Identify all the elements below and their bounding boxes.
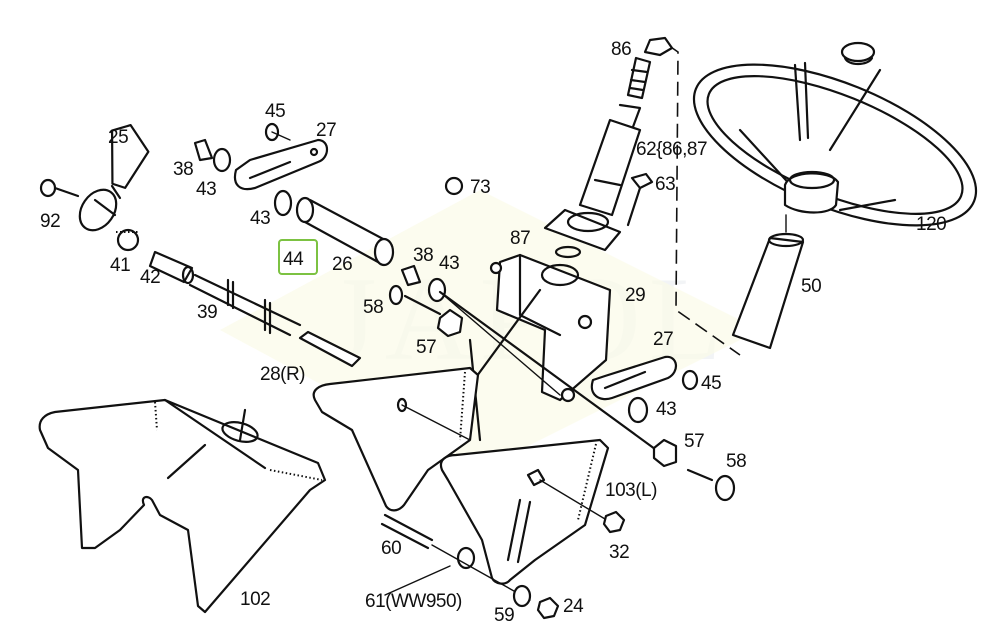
highlight-box-part-44[interactable] bbox=[278, 239, 318, 275]
label-part-43-mid[interactable]: 43 bbox=[250, 208, 271, 229]
bracket-102 bbox=[38, 398, 327, 614]
label-part-57-lower[interactable]: 57 bbox=[684, 431, 705, 452]
bottom-fasteners bbox=[380, 513, 560, 620]
label-part-43-left[interactable]: 43 bbox=[196, 179, 217, 200]
label-part-73[interactable]: 73 bbox=[470, 177, 491, 198]
label-part-62[interactable]: 62{86,87 bbox=[636, 139, 708, 160]
label-part-25[interactable]: 25 bbox=[108, 127, 129, 148]
label-part-45-top[interactable]: 45 bbox=[265, 101, 286, 122]
label-part-38-left[interactable]: 38 bbox=[173, 159, 194, 180]
watermark-shape bbox=[220, 190, 760, 470]
label-part-86[interactable]: 86 bbox=[611, 39, 632, 60]
steering-column bbox=[543, 36, 674, 259]
label-part-120[interactable]: 120 bbox=[916, 214, 947, 235]
label-part-27-right[interactable]: 27 bbox=[653, 329, 674, 350]
right-link bbox=[438, 290, 736, 502]
label-part-28-right[interactable]: 28(R) bbox=[260, 364, 306, 385]
label-part-26[interactable]: 26 bbox=[332, 254, 353, 275]
label-part-58-lower[interactable]: 58 bbox=[726, 451, 747, 472]
plate-28 bbox=[312, 366, 480, 512]
steering-wheel bbox=[692, 41, 978, 227]
label-part-39[interactable]: 39 bbox=[197, 302, 218, 323]
label-part-50[interactable]: 50 bbox=[801, 276, 822, 297]
label-part-92[interactable]: 92 bbox=[40, 211, 61, 232]
label-part-43-lower[interactable]: 43 bbox=[656, 399, 677, 420]
label-part-58-upper[interactable]: 58 bbox=[363, 297, 384, 318]
label-part-42[interactable]: 42 bbox=[140, 267, 161, 288]
label-part-41[interactable]: 41 bbox=[110, 255, 131, 276]
label-part-87[interactable]: 87 bbox=[510, 228, 531, 249]
label-part-61[interactable]: 61(WW950) bbox=[365, 591, 462, 612]
label-part-60[interactable]: 60 bbox=[381, 538, 402, 559]
label-part-63[interactable]: 63 bbox=[655, 174, 676, 195]
label-part-27-top[interactable]: 27 bbox=[316, 120, 337, 141]
label-part-24[interactable]: 24 bbox=[563, 596, 584, 617]
label-part-57-upper[interactable]: 57 bbox=[416, 337, 437, 358]
label-part-103-left[interactable]: 103(L) bbox=[605, 480, 657, 501]
label-part-44[interactable]: 44 bbox=[283, 249, 304, 270]
label-part-32[interactable]: 32 bbox=[609, 542, 630, 563]
label-part-45-right[interactable]: 45 bbox=[701, 373, 722, 394]
label-part-59[interactable]: 59 bbox=[494, 605, 515, 626]
tube-50 bbox=[731, 214, 805, 350]
label-part-29[interactable]: 29 bbox=[625, 285, 646, 306]
label-part-43-right[interactable]: 43 bbox=[439, 253, 460, 274]
label-part-102[interactable]: 102 bbox=[240, 589, 271, 610]
bracket-29 bbox=[428, 253, 612, 442]
shaft-assembly bbox=[39, 122, 561, 396]
label-part-38-right[interactable]: 38 bbox=[413, 245, 434, 266]
